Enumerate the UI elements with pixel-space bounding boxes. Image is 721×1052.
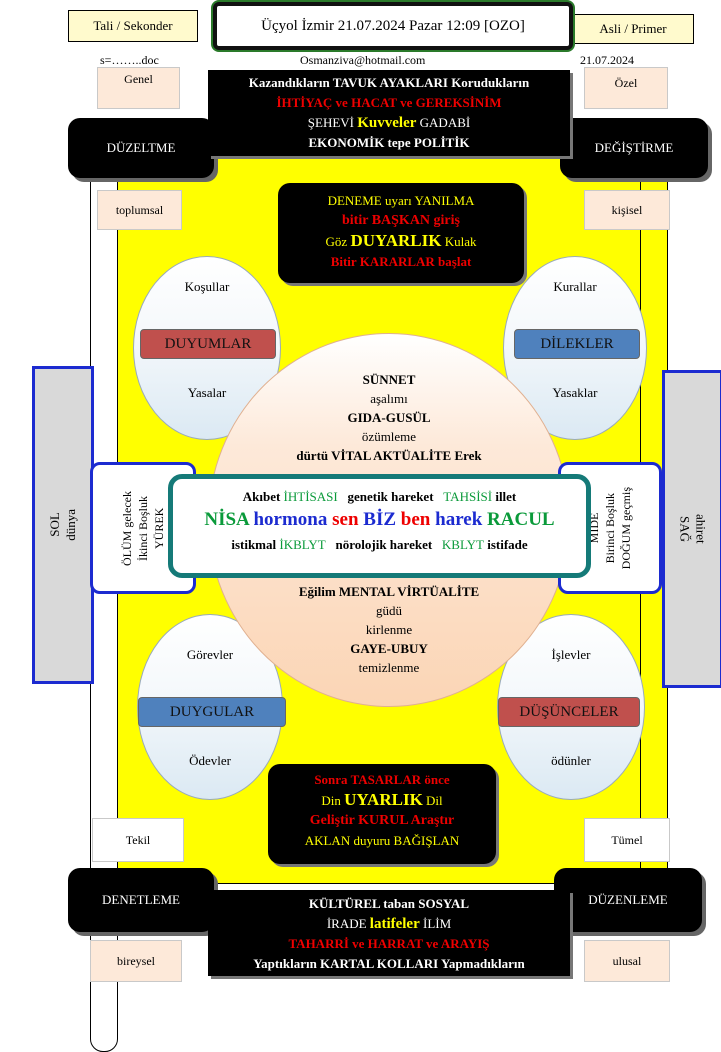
file-name: s=……..doc	[100, 53, 159, 67]
ulusal-box: ulusal	[584, 940, 670, 982]
bottom-text-block: KÜLTÜREL taban SOSYAL İRADE latifeler İL…	[208, 890, 570, 976]
tumel-box: Tümel	[584, 818, 670, 862]
kisisel-box: kişisel	[584, 190, 670, 230]
email: Osmanziva@hotmail.com	[300, 53, 426, 67]
top-text-block: Kazandıkların TAVUK AYAKLARI Korudukları…	[208, 70, 570, 156]
oval-duyumlar: Koşullar DUYUMLAR Yasalar	[133, 256, 281, 440]
dusunceler-label: DÜŞÜNCELER	[498, 697, 640, 727]
tekil-box: Tekil	[92, 818, 184, 862]
duygular-label: DUYGULAR	[138, 697, 286, 727]
degistirme-button[interactable]: DEĞİŞTİRME	[560, 118, 708, 178]
duyumlar-label: DUYUMLAR	[140, 329, 276, 359]
duzenleme-button[interactable]: DÜZENLEME	[554, 868, 702, 932]
upper-center-block: DENEME uyarı YANILMA bitir BAŞKAN giriş …	[278, 183, 524, 283]
ozel-box: Özel	[584, 67, 668, 109]
tali-scroll: Tali / Sekonder	[68, 10, 198, 42]
center-teal-box: Akıbet İHTİSASI genetik hareket TAHSİSİ …	[168, 474, 591, 578]
page-title: Üçyol İzmir 21.07.2024 Pazar 12:09 [OZO]	[213, 2, 573, 50]
denetleme-button[interactable]: DENETLEME	[68, 868, 214, 932]
duzeltme-button[interactable]: DÜZELTME	[68, 118, 214, 178]
oval-duygular: Görevler DUYGULAR Ödevler	[137, 614, 286, 800]
toplumsal-box: toplumsal	[97, 190, 182, 230]
date: 21.07.2024	[580, 53, 634, 67]
bireysel-box: bireysel	[90, 940, 182, 982]
lower-center-block: Sonra TASARLAR önce Din UYARLIK Dil Geli…	[268, 764, 496, 864]
dilekler-label: DİLEKLER	[514, 329, 640, 359]
asli-scroll: Asli / Primer	[572, 14, 694, 44]
genel-box: Genel	[97, 67, 180, 109]
